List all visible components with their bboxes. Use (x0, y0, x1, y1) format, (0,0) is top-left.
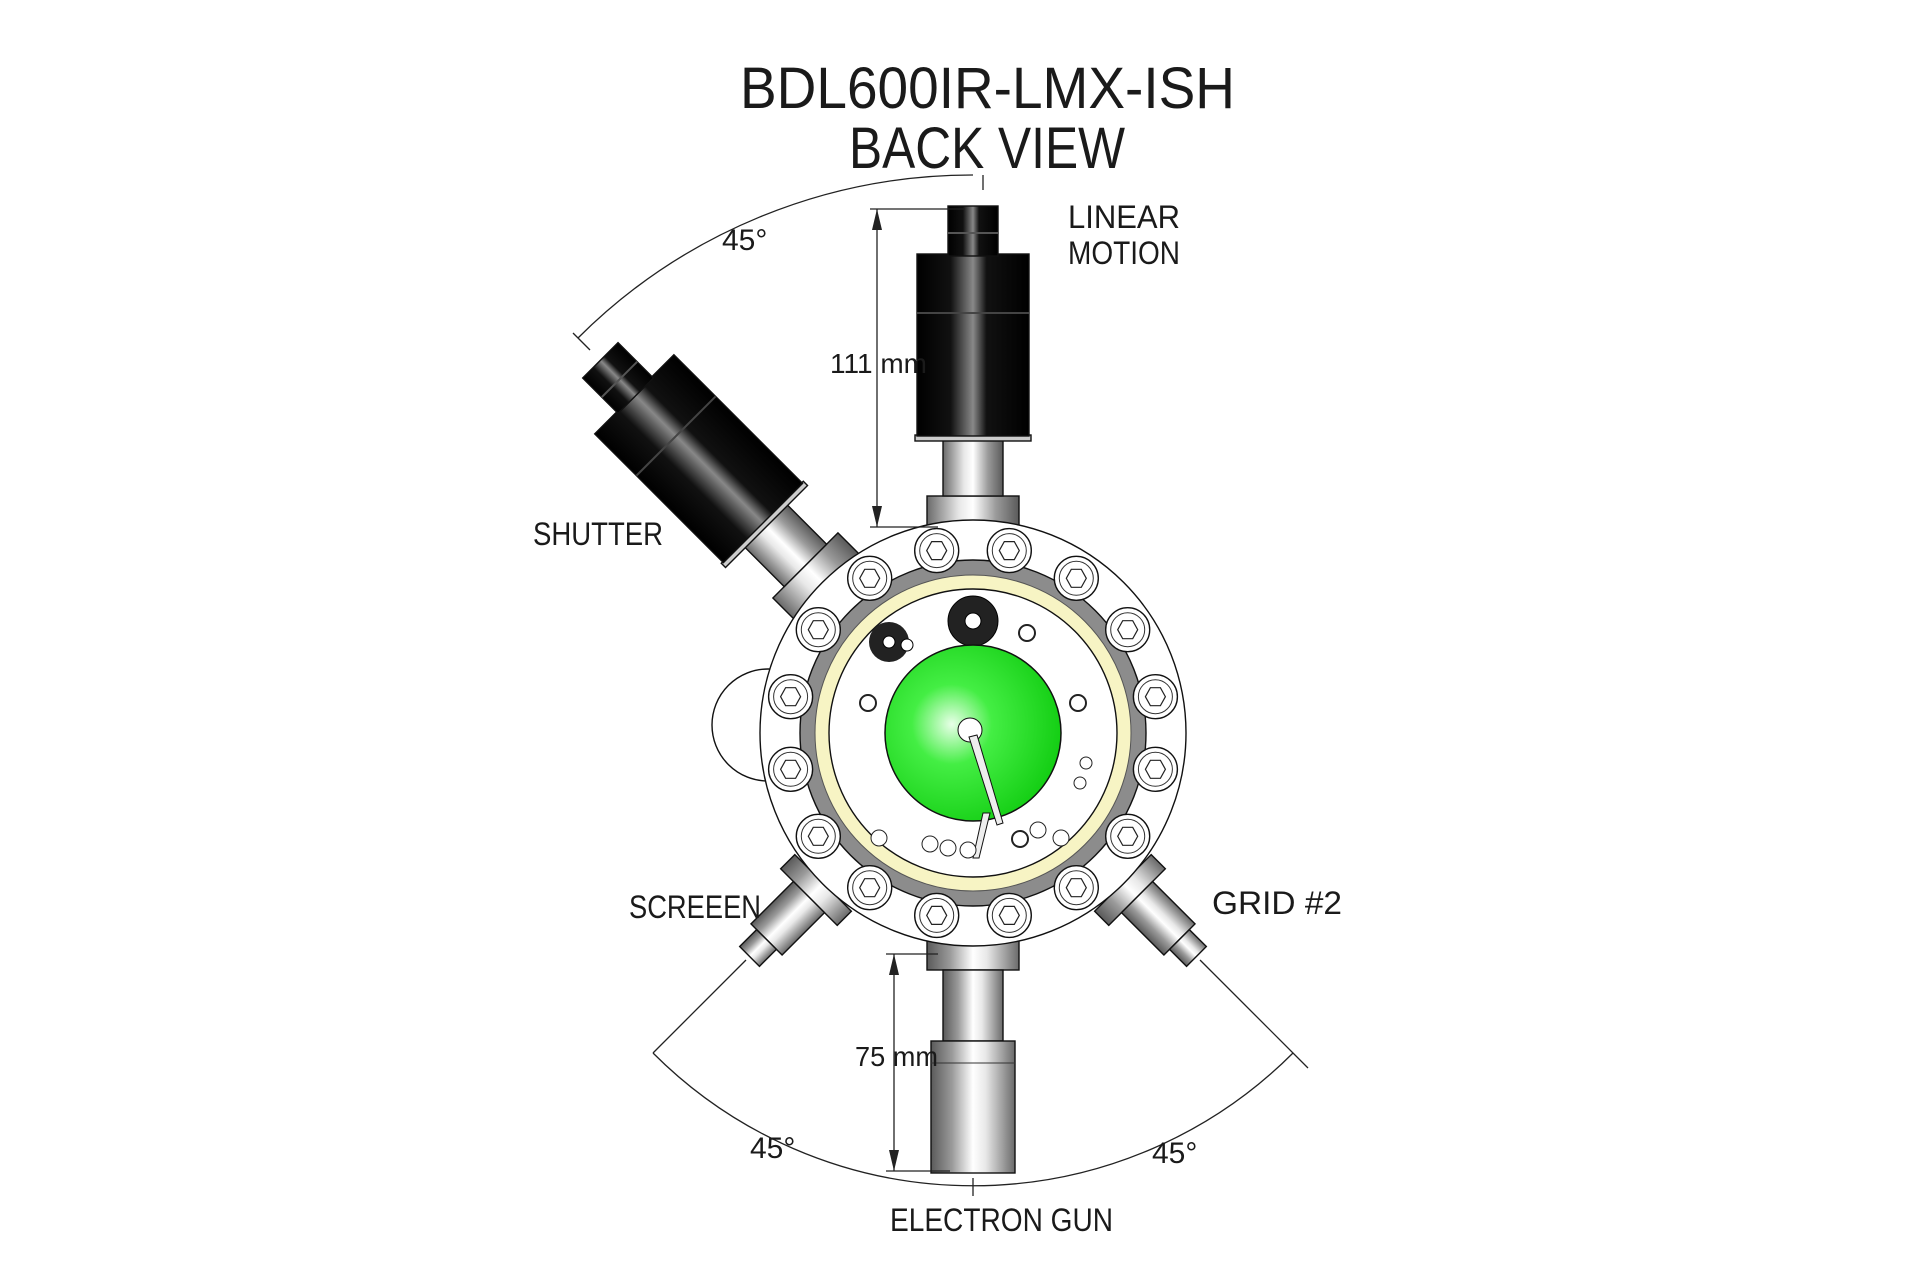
bottom-right-angle-dimension: 45° (1152, 1137, 1197, 1170)
screw (859, 694, 877, 712)
flange-bolt (1104, 607, 1151, 653)
label-shutter: SHUTTER (533, 516, 663, 552)
flange-bolt (1132, 746, 1179, 792)
label-grid: GRID #2 (1212, 885, 1342, 921)
flange-bolt (914, 527, 960, 574)
feedthrough (1011, 830, 1029, 848)
screw (1069, 694, 1087, 712)
drawing-subtitle: BACK VIEW (849, 116, 1125, 181)
feedthrough (939, 839, 957, 857)
electron-gun (926, 938, 1020, 1174)
dimension-lines (572, 174, 1309, 1196)
flange-bolt (1104, 813, 1151, 859)
bottom-left-angle-dimension: 45° (750, 1132, 795, 1165)
top-angle-dimension: 45° (722, 224, 767, 257)
flange-bolt (986, 892, 1033, 939)
flange-bolt (1053, 555, 1100, 601)
top-length-dimension: 111 mm (830, 348, 927, 379)
flange-bolt (767, 674, 814, 720)
screw (870, 829, 888, 847)
feedthrough (959, 841, 977, 859)
bottom-length-dimension: 75 mm (855, 1041, 938, 1072)
flange-bolt (847, 555, 893, 601)
linear-motion-actuator (914, 205, 1032, 528)
label-linear-motion: LINEAR (1068, 199, 1180, 235)
gear-left (869, 622, 914, 662)
rod (972, 812, 991, 859)
label-electron-gun: ELECTRON GUN (890, 1202, 1113, 1238)
label-screen: SCREEEN (629, 889, 761, 925)
flange-bolt (767, 746, 814, 792)
flange-bolt (1132, 674, 1179, 720)
rod (968, 734, 1004, 826)
hole (1079, 756, 1093, 770)
chamber-assembly (558, 205, 1226, 1174)
feedthrough (921, 835, 939, 853)
gear-top (947, 595, 999, 647)
screw (1018, 624, 1036, 642)
flange-bolt (795, 607, 841, 653)
label-linear-motion-2: MOTION (1068, 235, 1180, 271)
hole (1073, 776, 1087, 790)
flange-bolt (1053, 865, 1100, 911)
drawing-title: BDL600IR-LMX-ISH (740, 56, 1235, 121)
flange-bolt (914, 892, 960, 939)
screw (1052, 829, 1070, 847)
flange-bolt (986, 527, 1033, 574)
flange-bolt (795, 813, 841, 859)
flange-bolt (847, 865, 893, 911)
feedthrough (1029, 821, 1047, 839)
